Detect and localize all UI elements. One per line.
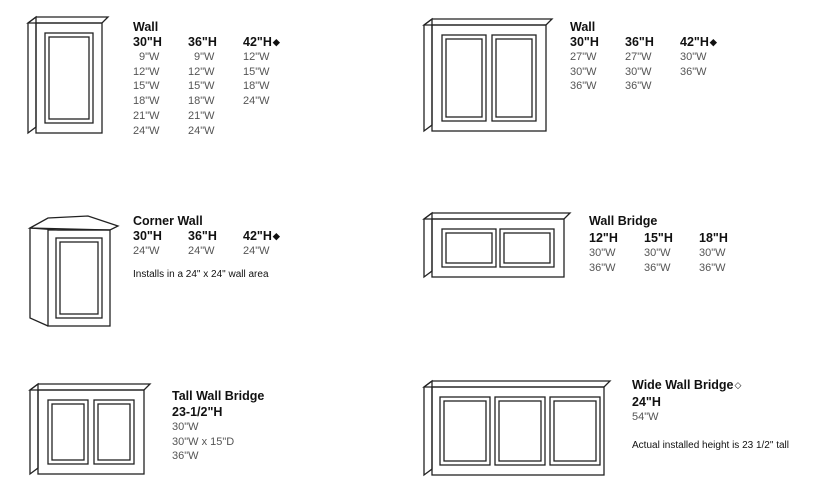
wall-bridge-15h-header: 15"H: [644, 231, 673, 245]
wall-bridge-cabinet-illustration: [422, 211, 572, 279]
wall-bridge-18h-header: 18"H: [699, 231, 728, 245]
wall-30h-header: 30"H: [570, 35, 599, 49]
wall-width: 24"W: [133, 124, 160, 137]
wide-wall-bridge-cabinet-illustration: [422, 379, 612, 477]
wall-width: 30"W: [625, 65, 652, 78]
tall-wall-bridge-title: Tall Wall Bridge: [172, 389, 265, 403]
wide-wall-bridge-title-row: Wide Wall Bridge◇: [632, 378, 741, 392]
wide-wall-bridge-height-note: Actual installed height is 23 1/2" tall: [632, 440, 789, 451]
wide-wall-bridge-width: 54"W: [632, 411, 659, 423]
wall-width: 36"W: [680, 65, 707, 78]
wall-width: 27"W: [625, 51, 652, 63]
corner-wall-width: 24"W: [188, 245, 215, 257]
wall-36h-header: 36"H: [625, 35, 654, 49]
wall-36h-column: 36"H 9"W 12"W 15"W 18"W 21"W 24"W: [188, 35, 248, 138]
wide-wall-bridge-column: 24"H 54"W: [632, 395, 752, 425]
wall-bridge-18h-column: 18"H 30"W 36"W: [699, 231, 759, 275]
wall-36h-header: 36"H: [188, 35, 217, 49]
wall-42h-header: 42"H: [243, 35, 272, 49]
corner-wall-30h-column: 30"H 24"W: [133, 229, 193, 259]
wall-width: 15"W: [133, 80, 160, 93]
wall-width: 12"W: [243, 51, 270, 63]
wall-width: 9"W: [194, 51, 215, 63]
tall-wall-bridge-width: 30"W x 15"D: [172, 435, 235, 448]
wall-bridge-12h-column: 12"H 30"W 36"W: [589, 231, 649, 275]
tall-wall-bridge-height: 23-1/2"H: [172, 405, 223, 419]
tall-wall-bridge-column: 23-1/2"H 30"W 30"W x 15"D 36"W: [172, 405, 282, 464]
wall-width: 15"W: [243, 65, 270, 78]
wall-width: 12"W: [188, 65, 215, 78]
wall-title: Wall: [570, 20, 596, 34]
corner-wall-42h-header: 42"H: [243, 229, 272, 243]
corner-wall-install-note: Installs in a 24" x 24" wall area: [133, 269, 269, 280]
corner-wall-30h-header: 30"H: [133, 229, 162, 243]
wall-width: 12"W: [133, 65, 160, 78]
corner-wall-cabinet-illustration: [27, 215, 120, 327]
corner-wall-42h-column: 42"H◆ 24"W: [243, 229, 303, 259]
wall-42h-column: 42"H◆ 30"W 36"W: [680, 35, 740, 79]
wall-bridge-15h-column: 15"H 30"W 36"W: [644, 231, 704, 275]
diamond-marker-icon: ◆: [709, 37, 717, 47]
corner-wall-width: 24"W: [243, 245, 270, 257]
wall-30h-header: 30"H: [133, 35, 162, 49]
wall-width: 36"W: [625, 80, 652, 93]
diamond-marker-icon: ◆: [272, 231, 280, 241]
wall-width: 21"W: [133, 109, 160, 122]
wall-width: 27"W: [570, 51, 597, 63]
wall-title: Wall: [133, 20, 159, 34]
wall-30h-column: 30"H 27"W 30"W 36"W: [570, 35, 630, 94]
wall-cabinet-single-door-illustration: [26, 15, 110, 135]
wall-bridge-width: 30"W: [699, 247, 726, 259]
wall-width: 15"W: [188, 80, 215, 93]
diamond-marker-icon: ◆: [272, 37, 280, 47]
wall-30h-column: 30"H 9"W 12"W 15"W 18"W 21"W 24"W: [133, 35, 193, 138]
wall-cabinet-double-door-illustration: [422, 17, 554, 133]
wall-width: 18"W: [133, 95, 160, 108]
wall-bridge-width: 30"W: [589, 247, 616, 259]
wall-width: 9"W: [139, 51, 160, 63]
tall-wall-bridge-cabinet-illustration: [28, 382, 152, 476]
wall-width: 18"W: [243, 80, 270, 93]
wall-bridge-12h-header: 12"H: [589, 231, 618, 245]
tall-wall-bridge-width: 30"W: [172, 421, 199, 433]
wall-bridge-title: Wall Bridge: [589, 214, 658, 228]
corner-wall-36h-column: 36"H 24"W: [188, 229, 248, 259]
wall-width: 21"W: [188, 109, 215, 122]
wall-width: 24"W: [243, 95, 270, 108]
wall-width: 36"W: [570, 80, 597, 93]
wall-width: 18"W: [188, 95, 215, 108]
wall-width: 24"W: [188, 124, 215, 137]
open-diamond-marker-icon: ◇: [734, 380, 742, 390]
wall-42h-column: 42"H◆ 12"W 15"W 18"W 24"W: [243, 35, 303, 109]
wall-width: 30"W: [570, 65, 597, 78]
wall-42h-header: 42"H: [680, 35, 709, 49]
wall-width: 30"W: [680, 51, 707, 63]
tall-wall-bridge-width: 36"W: [172, 450, 199, 463]
corner-wall-36h-header: 36"H: [188, 229, 217, 243]
corner-wall-width: 24"W: [133, 245, 160, 257]
corner-wall-title: Corner Wall: [133, 214, 203, 228]
wall-bridge-width: 30"W: [644, 247, 671, 259]
wall-bridge-width: 36"W: [644, 261, 671, 274]
wall-36h-column: 36"H 27"W 30"W 36"W: [625, 35, 685, 94]
wide-wall-bridge-height: 24"H: [632, 395, 661, 409]
wide-wall-bridge-title: Wide Wall Bridge: [632, 378, 734, 392]
wall-bridge-width: 36"W: [589, 261, 616, 274]
wall-bridge-width: 36"W: [699, 261, 726, 274]
